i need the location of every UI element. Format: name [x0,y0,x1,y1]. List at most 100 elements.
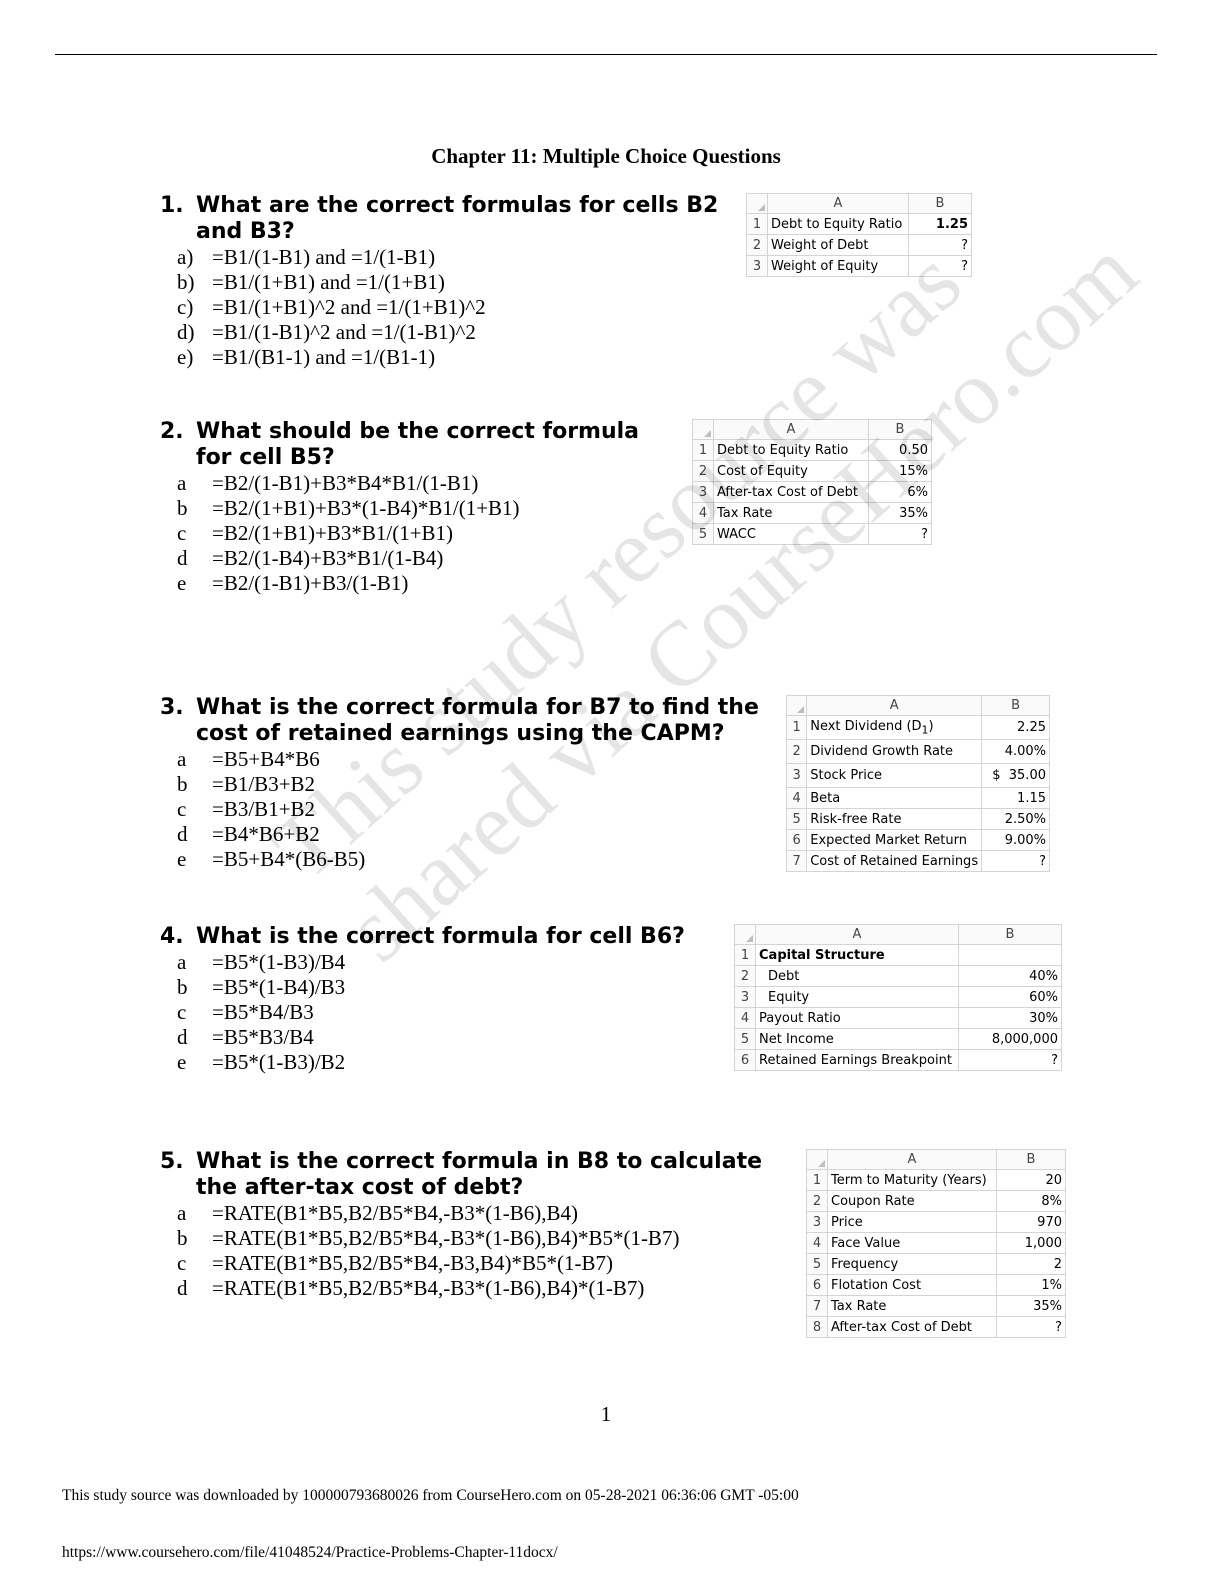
option-a: a =B2/(1-B1)+B3*B4*B1/(1-B1) [160,471,650,496]
option-letter: c [177,1000,187,1024]
option-text: =B2/(1-B4)+B3*B1/(1-B4) [212,546,444,570]
option-b: b=B1/B3+B2 [160,772,770,797]
option-text: =B2/(1+B1)+B3*(1-B4)*B1/(1+B1) [212,496,520,520]
cell-value: 40% [958,965,1062,987]
option-letter: a [177,1201,187,1225]
option-text: =B2/(1-B1)+B3/(1-B1) [212,571,409,595]
option-letter: c [177,521,187,545]
option-c: c=B3/B1+B2 [160,797,770,822]
question-prompt: 3. What is the correct formula for B7 to… [160,695,770,747]
option-c: c=RATE(B1*B5,B2/B5*B4,-B3,B4)*B5*(1-B7) [160,1251,780,1276]
cell-label: Frequency [827,1253,997,1275]
footer-url-link[interactable]: https://www.coursehero.com/file/41048524… [62,1544,558,1561]
option-d: d=RATE(B1*B5,B2/B5*B4,-B3*(1-B6),B4)*(1-… [160,1276,780,1301]
cell-label: Debt [755,965,959,987]
option-d: d=B2/(1-B4)+B3*B1/(1-B4) [160,546,650,571]
options-list: a)=B1/(1-B1) and =1/(1-B1) b)=B1/(1+B1) … [160,245,730,370]
row-number: 5 [692,523,714,545]
option-letter: e [177,1050,187,1074]
option-text: =B2/(1-B1)+B3*B4*B1/(1-B1) [212,471,479,495]
cell-value: 35% [996,1295,1066,1317]
option-text: =B5*B3/B4 [212,1025,314,1049]
options-list: a=B5*(1-B3)/B4 b=B5*(1-B4)/B3 c=B5*B4/B3… [160,950,720,1075]
cell-value: 2 [996,1253,1066,1275]
cell-label: Weight of Equity [767,255,909,277]
row-number: 4 [806,1232,828,1254]
option-text: =B1/(B1-1) and =1/(B1-1) [212,345,436,369]
cell-value: 30% [958,1007,1062,1029]
question-number: 4. [160,924,184,949]
row-number: 7 [785,850,808,872]
cell-value: ? [908,255,972,277]
option-b: b=B5*(1-B4)/B3 [160,975,720,1000]
question-text: What is the correct formula for cell B6? [196,924,685,949]
option-letter: b) [177,270,195,294]
cell-label: Risk-free Rate [806,808,983,830]
cell-value: 4.00% [981,739,1050,764]
page-title: Chapter 11: Multiple Choice Questions [431,144,781,168]
row-number: 3 [806,1211,828,1233]
options-list: a=RATE(B1*B5,B2/B5*B4,-B3*(1-B6),B4) b=R… [160,1201,780,1301]
row-number: 8 [806,1316,828,1338]
option-letter: a [177,747,187,771]
cell-label: Expected Market Return [806,829,983,851]
option-text: =RATE(B1*B5,B2/B5*B4,-B3*(1-B6),B4) [212,1201,578,1225]
option-b: b)=B1/(1+B1) and =1/(1+B1) [160,270,730,295]
option-letter: d) [177,320,195,344]
question-text: What is the correct formula for B7 to fi… [196,695,759,746]
cell-value [958,944,1062,966]
question-prompt: 1. What are the correct formulas for cel… [160,193,730,245]
option-text: =RATE(B1*B5,B2/B5*B4,-B3*(1-B6),B4)*B5*(… [212,1226,680,1250]
cell-value: ? [908,234,972,256]
cell-value: 1% [996,1274,1066,1296]
column-header-a: A [827,1149,997,1170]
cell-label: Flotation Cost [827,1274,997,1296]
cell-value: 0.50 [868,439,932,461]
row-number: 5 [734,1028,756,1050]
row-number: 7 [806,1295,828,1317]
cell-label: Payout Ratio [755,1007,959,1029]
cell-value: 1,000 [996,1232,1066,1254]
option-letter: e) [177,345,194,369]
question-prompt: 4. What is the correct formula for cell … [160,924,720,950]
option-text: =B4*B6+B2 [212,822,320,846]
question-4: 4. What is the correct formula for cell … [160,924,720,1075]
cell-label-subscript: 1 [921,723,929,737]
select-all-corner [692,419,714,440]
option-e: e=B5*(1-B3)/B2 [160,1050,720,1075]
cell-label: After-tax Cost of Debt [827,1316,997,1338]
question-prompt: 5. What is the correct formula in B8 to … [160,1149,780,1201]
page-number: 1 [600,1402,612,1426]
option-text: =B2/(1+B1)+B3*B1/(1+B1) [212,521,454,545]
option-letter: b [177,772,188,796]
row-number: 4 [785,787,808,809]
cell-label: Net Income [755,1028,959,1050]
option-letter: a [177,471,187,495]
cell-value: ? [981,850,1050,872]
option-letter: d [177,1276,188,1300]
option-c: c)=B1/(1+B1)^2 and =1/(1+B1)^2 [160,295,730,320]
cell-label: Price [827,1211,997,1233]
select-all-corner [785,695,808,716]
header-rule [55,54,1157,55]
option-d: d) =B1/(1-B1)^2 and =1/(1-B1)^2 [160,320,730,345]
option-text: =B1/(1-B1)^2 and =1/(1-B1)^2 [212,320,476,344]
cell-value: 2.50% [981,808,1050,830]
row-number: 4 [734,1007,756,1029]
row-number: 3 [692,481,714,503]
column-header-a: A [767,193,909,214]
